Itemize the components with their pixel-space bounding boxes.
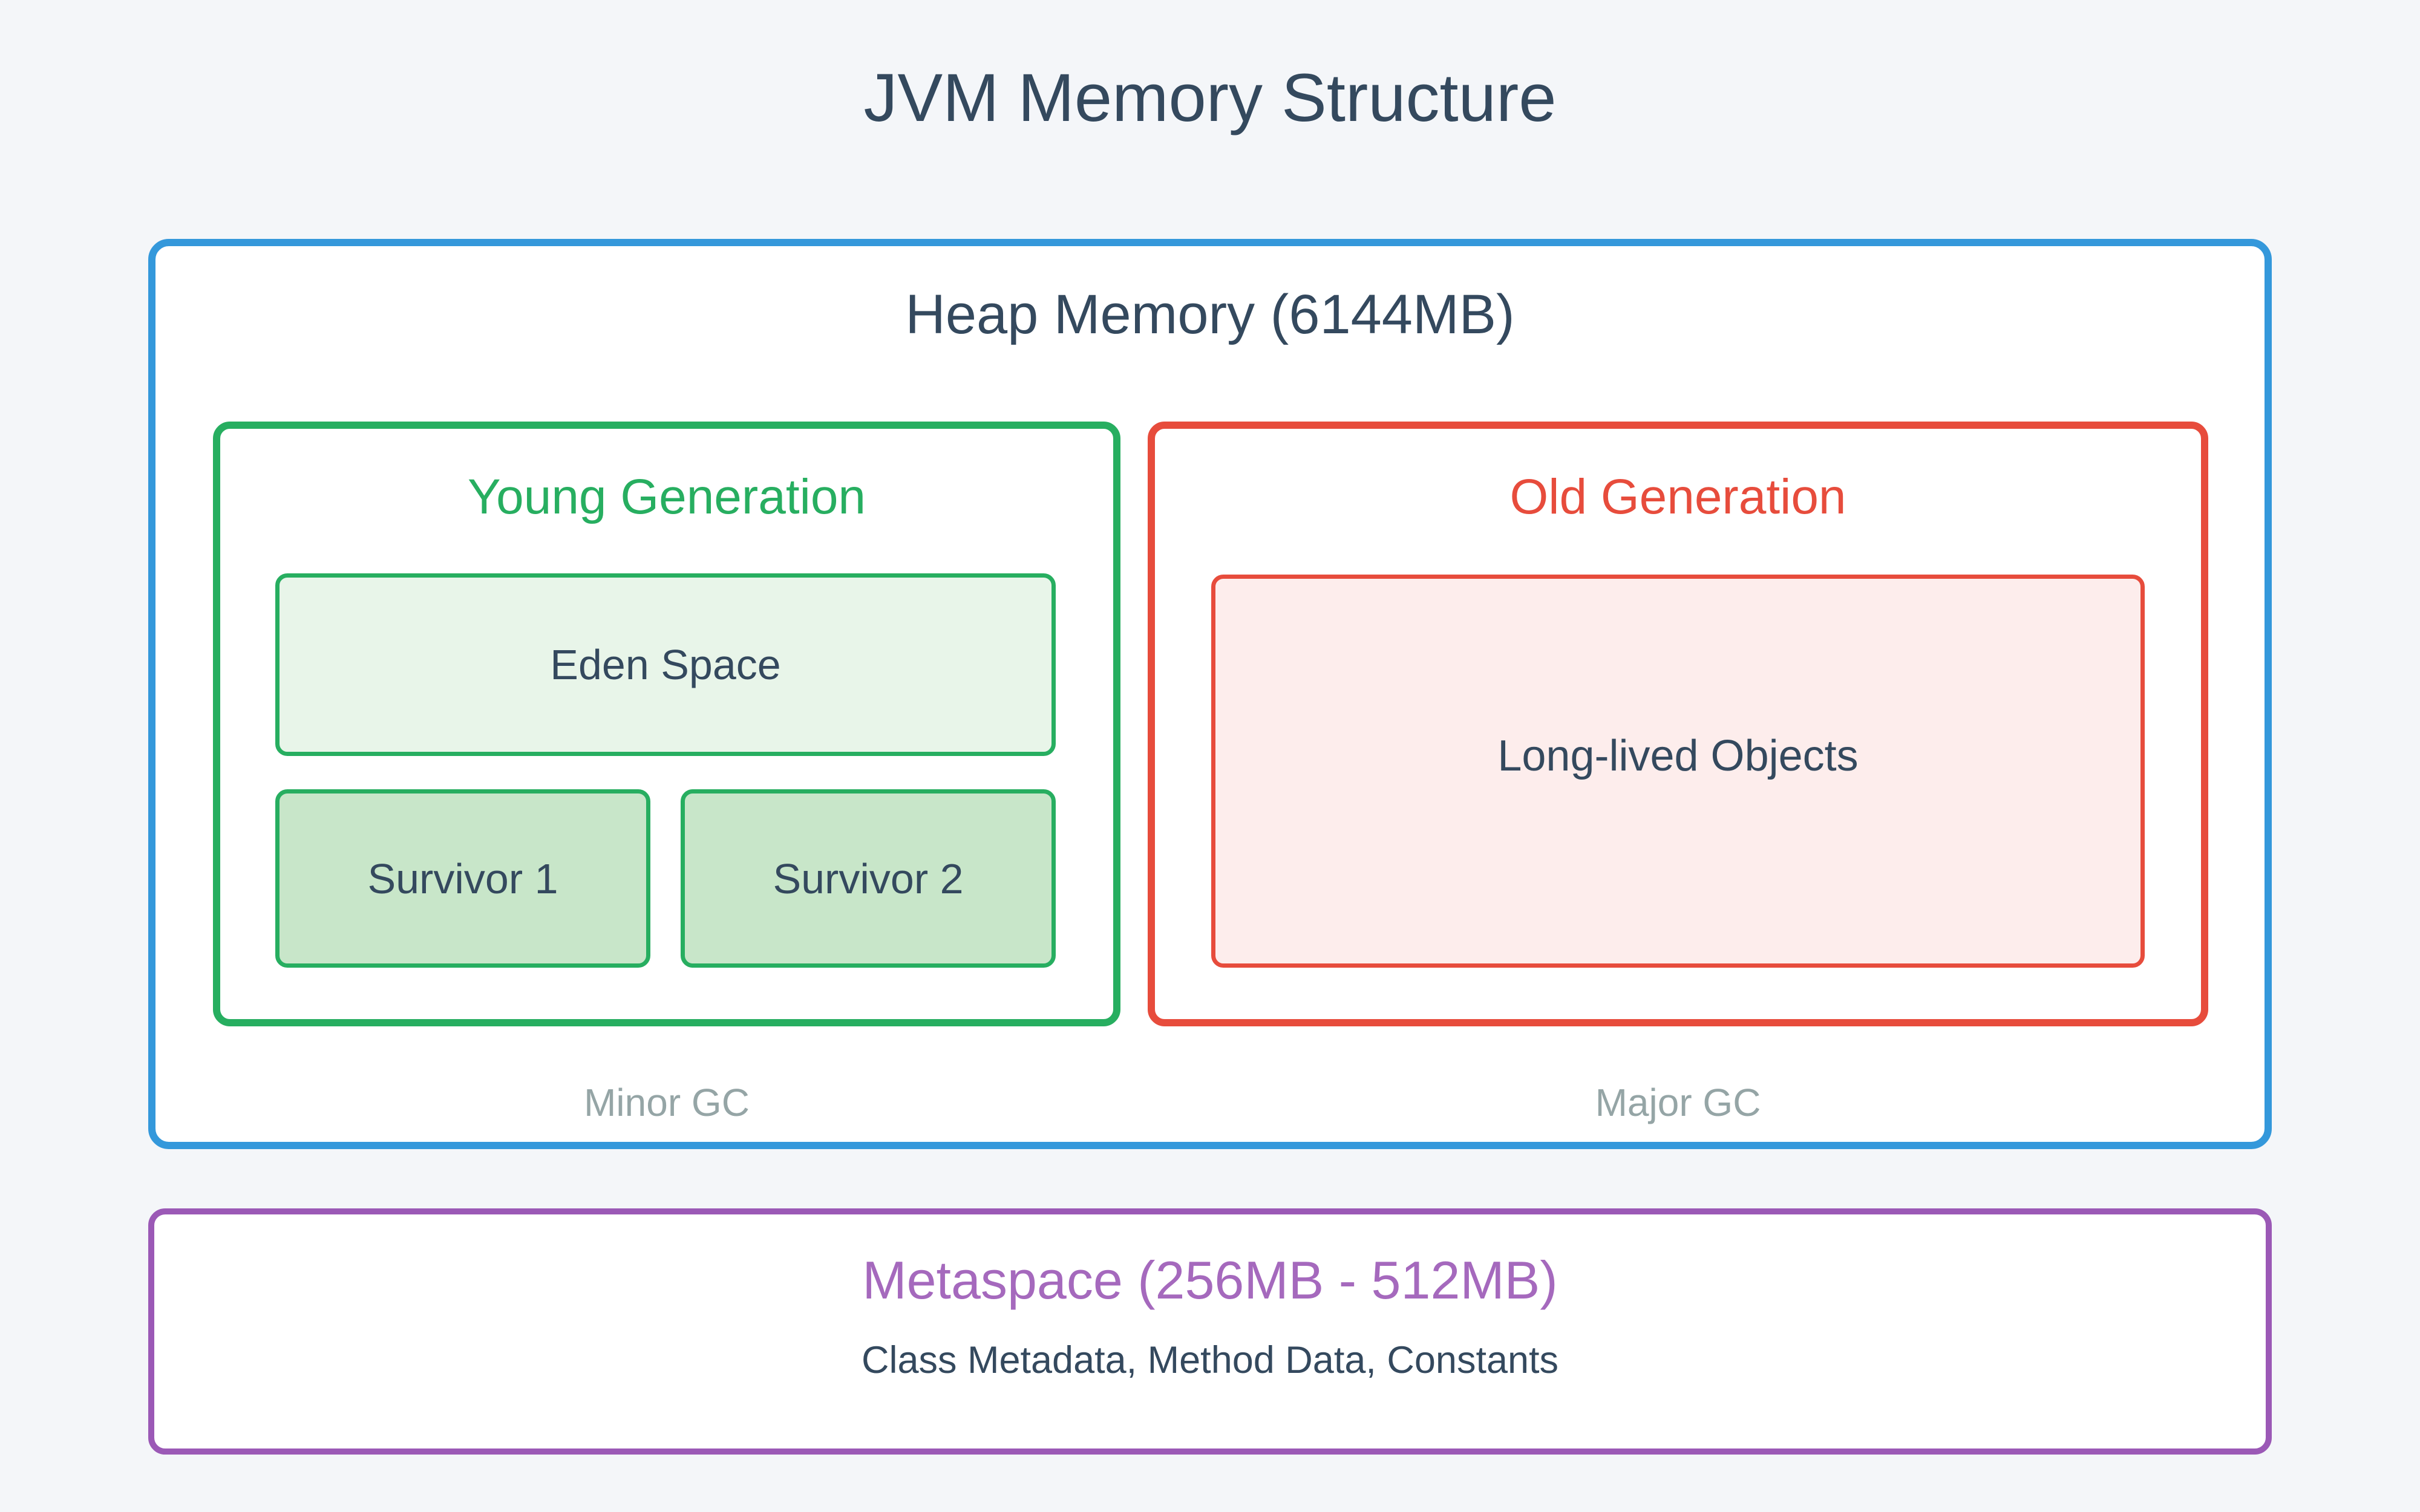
- page-title: JVM Memory Structure: [863, 60, 1557, 135]
- eden-space-label: Eden Space: [550, 641, 781, 688]
- survivor-1-label: Survivor 1: [367, 855, 558, 902]
- metaspace-box: Metaspace (256MB - 512MB) Class Metadata…: [148, 1208, 2272, 1455]
- young-generation-box: Young Generation Eden Space Survivor 1 S…: [213, 422, 1120, 1026]
- young-generation-title: Young Generation: [467, 469, 866, 524]
- heap-memory-box: Heap Memory (6144MB) Young Generation Ed…: [148, 239, 2272, 1149]
- survivor-2-box: Survivor 2: [681, 789, 1056, 968]
- heap-memory-title: Heap Memory (6144MB): [905, 284, 1515, 345]
- survivor-1-box: Survivor 1: [275, 789, 650, 968]
- major-gc-label: Major GC: [1595, 1081, 1761, 1124]
- old-generation-title: Old Generation: [1509, 469, 1846, 524]
- minor-gc-label: Minor GC: [584, 1081, 750, 1124]
- long-lived-objects-box: Long-lived Objects: [1211, 575, 2145, 968]
- metaspace-subtitle: Class Metadata, Method Data, Constants: [861, 1339, 1559, 1381]
- old-generation-box: Old Generation Long-lived Objects: [1148, 422, 2208, 1026]
- long-lived-objects-label: Long-lived Objects: [1497, 732, 1859, 780]
- survivor-2-label: Survivor 2: [773, 855, 964, 902]
- metaspace-title: Metaspace (256MB - 512MB): [862, 1250, 1558, 1310]
- eden-space-box: Eden Space: [275, 573, 1056, 756]
